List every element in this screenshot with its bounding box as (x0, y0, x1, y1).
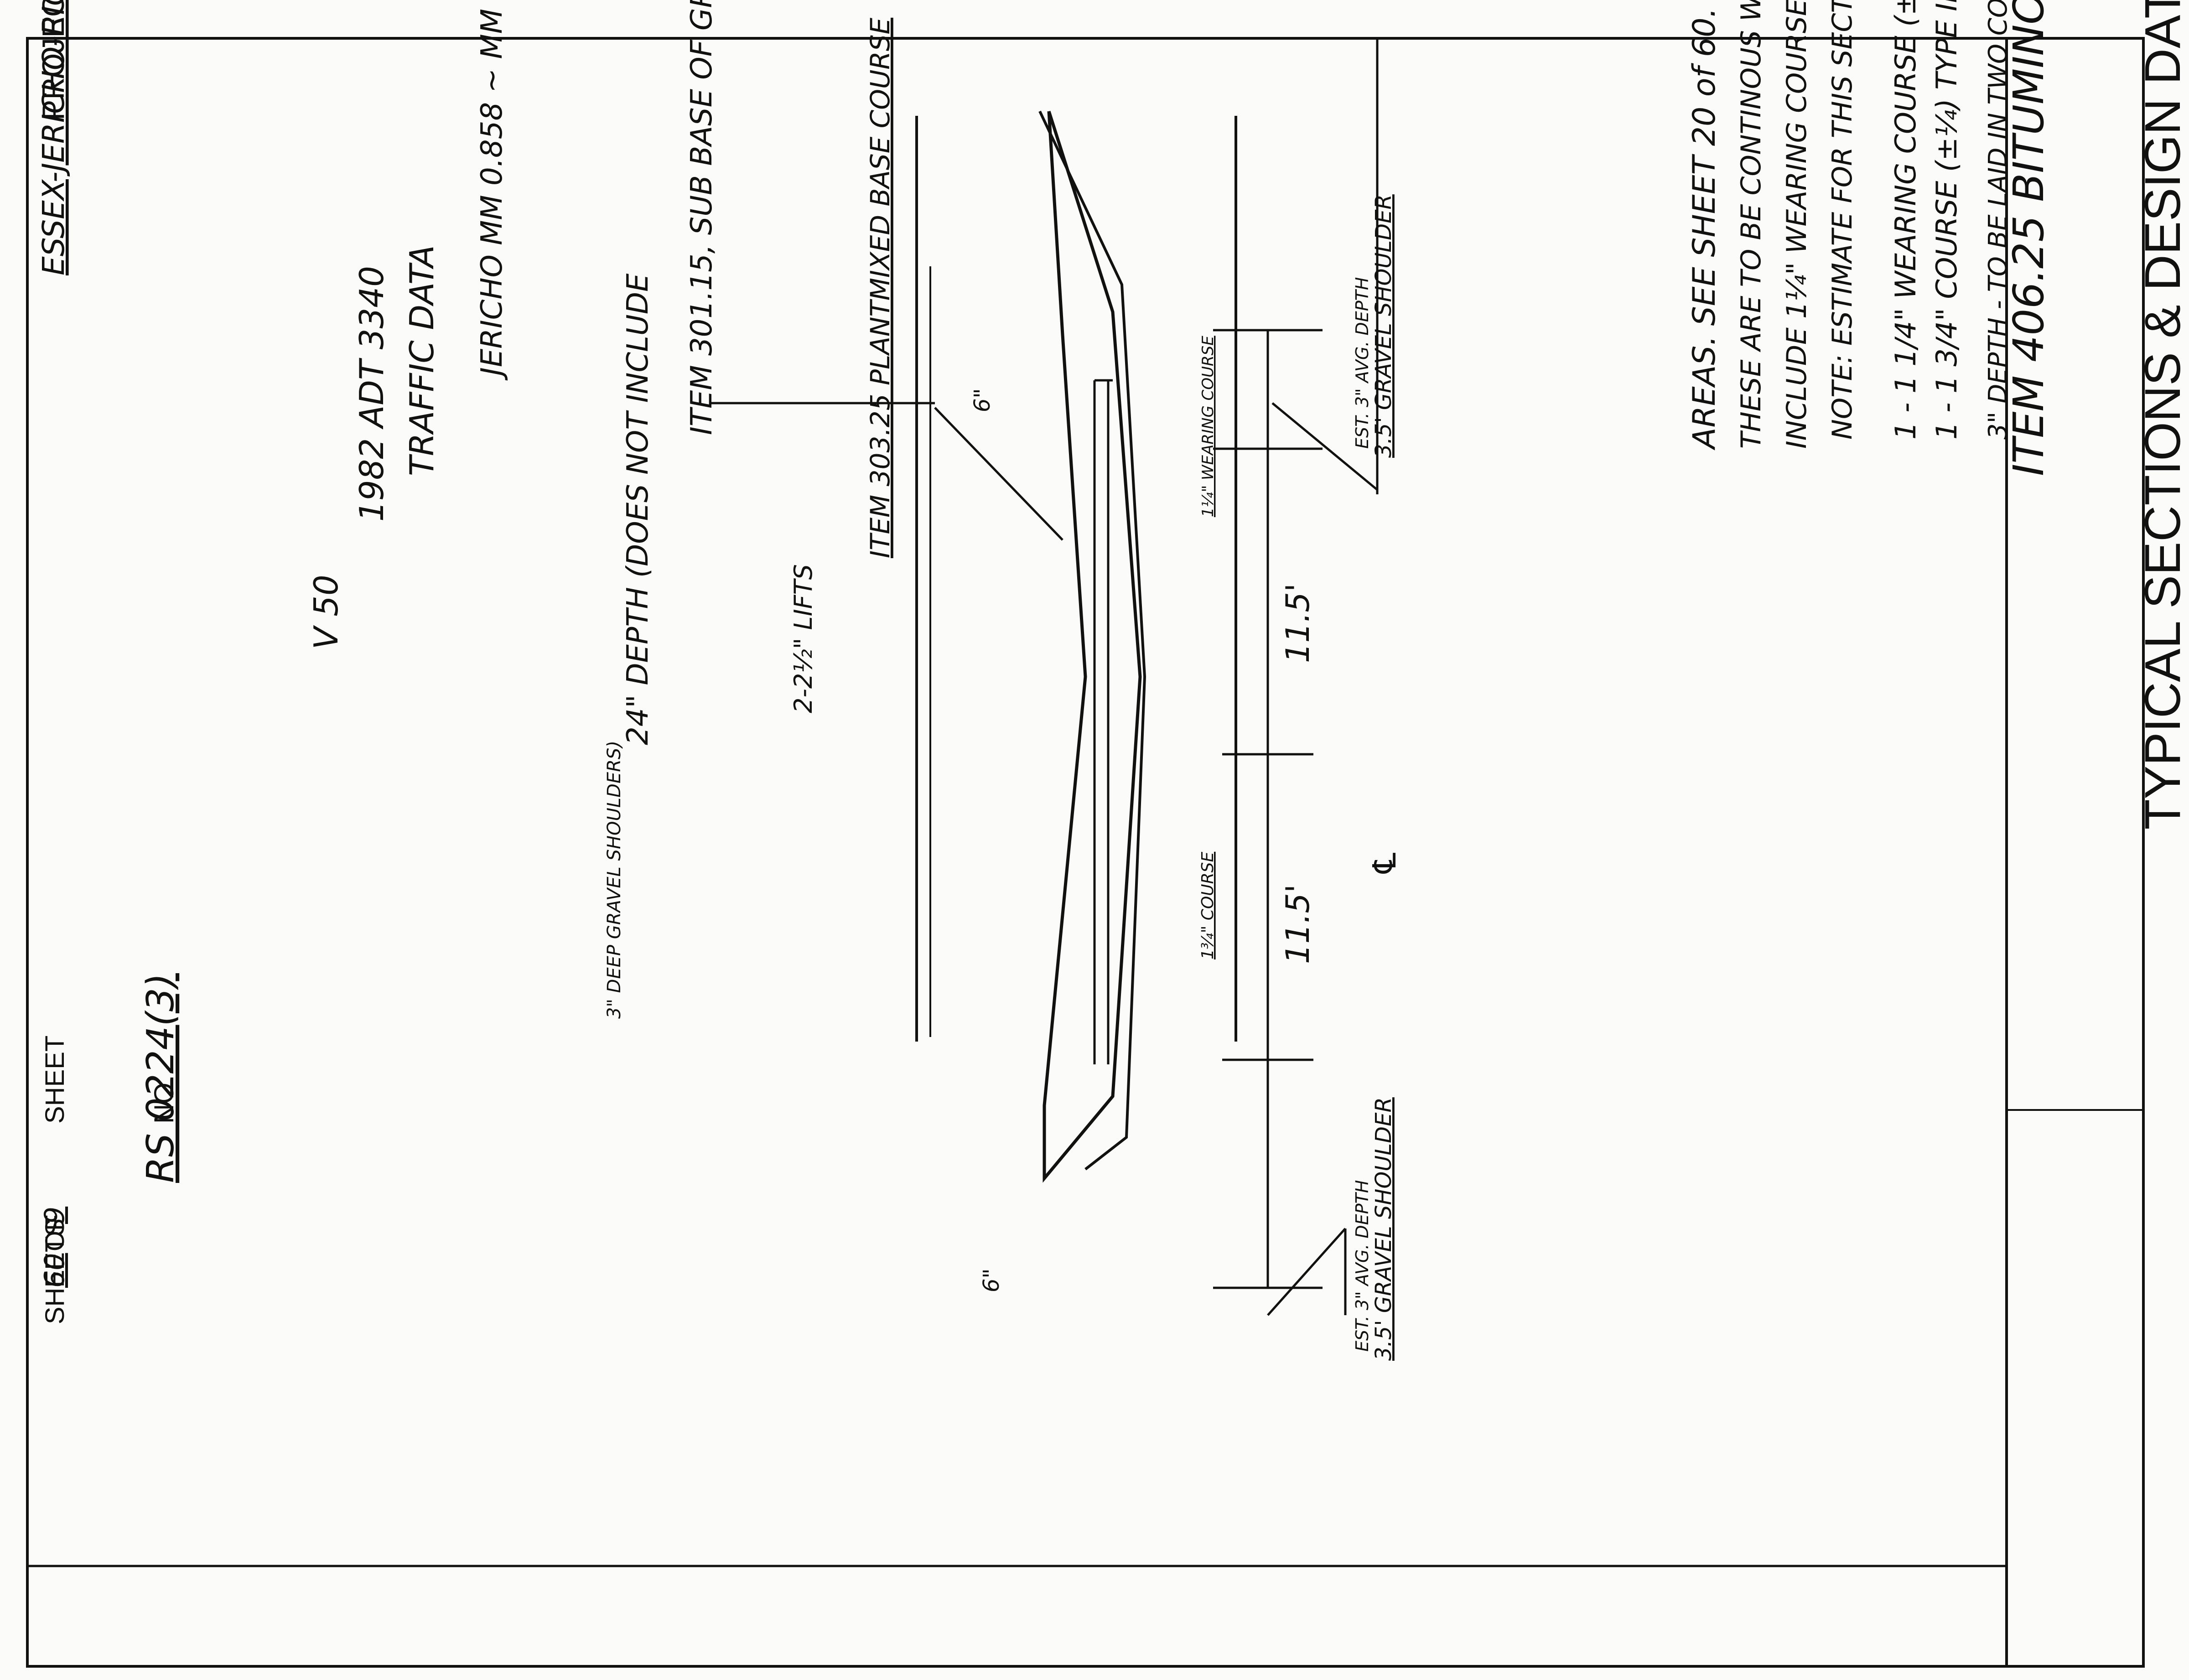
note-line-4: AREAS. SEE SHEET 20 of 60. (1686, 8, 1722, 451)
surface-line (1038, 110, 1146, 1171)
base-section-outline (1043, 110, 1142, 1183)
item-303-label: ITEM 303.25 PLANTMIXED BASE COURSE (865, 17, 896, 558)
project-label: PROJECT (36, 0, 71, 120)
design-notes: ITEM 406.25 BITUMINOUS CONCRETE PAVEMENT… (1686, 0, 2053, 476)
page-title: TYPICAL SECTIONS & DESIGN DATA (2135, 0, 2189, 830)
course-34-label: 1¾" COURSE (1198, 852, 1217, 959)
traffic-adt: 1982 ADT 3340 (353, 266, 391, 522)
centerline-symbol: ℄ (1366, 849, 1403, 877)
item-303-lifts: 2-2½" LIFTS (789, 564, 818, 713)
shoulder-left-label: 3.5' GRAVEL SHOULDER (1371, 194, 1396, 458)
lane-right-label: 11.5' (1279, 884, 1317, 964)
project-name: ESSEX-JERICHO-RICHMOND (36, 0, 71, 275)
dim-right-label: 6" (979, 1268, 1004, 1292)
lane-left-label: 11.5' (1279, 583, 1317, 663)
traffic-data: JERICHO MM 0.858 ~ MM 1.057 TRAFFIC DATA… (307, 0, 509, 649)
sheet-number: 9 (39, 1207, 71, 1224)
note-line-1: NOTE: ESTIMATE FOR THIS SECTION DOES NOT (1826, 0, 1858, 440)
traffic-heading: TRAFFIC DATA (403, 245, 441, 476)
sheet-label: SHEET (40, 1036, 70, 1124)
shoulder-right-label: 3.5' GRAVEL SHOULDER (1371, 1097, 1396, 1361)
no-label: NO. (149, 1075, 179, 1124)
shoulder-left-est: EST. 3" AVG. DEPTH (1352, 277, 1372, 449)
project-number: RS 0224(3) (139, 973, 182, 1183)
shoulder-right-est: EST. 3" AVG. DEPTH (1352, 1180, 1372, 1352)
wearing-course-label: 1¼" WEARING COURSE (1199, 336, 1217, 517)
note-course-1: 1 - 1 3/4" COURSE (±¼) TYPE II (1930, 0, 1963, 440)
note-depth: 3" DEPTH - TO BE LAID IN TWO COURSES - 2… (1983, 0, 2013, 440)
item-301-depth: 24" DEPTH (DOES NOT INCLUDE (621, 273, 655, 745)
sheet-border (26, 37, 2145, 1668)
title-block: PROJECT ESSEX-JERICHO-RICHMOND NO. RS 02… (36, 0, 182, 1324)
traffic-v: V 50 (307, 575, 345, 649)
traffic-location: JERICHO MM 0.858 ~ MM 1.057 (475, 0, 509, 381)
note-item-406: ITEM 406.25 BITUMINOUS CONCRETE PAVEMENT (2004, 0, 2053, 476)
note-line-2: INCLUDE 1¼" WEARING COURSE OR GRAVEL SHO… (1781, 0, 1813, 449)
item-301-label: ITEM 301.15, SUB BASE OF GRAVEL (685, 0, 719, 435)
note-line-3: THESE ARE TO BE CONTINOUS WITH ADJACENT (1735, 0, 1767, 449)
sheet-of: OF (40, 1214, 70, 1251)
sheet-total: 60 (39, 1253, 71, 1288)
sheets-suffix: SHEETS (40, 1219, 70, 1324)
typical-section (711, 38, 1379, 1316)
note-course-2: 1 - 1 1/4" WEARING COURSE (±¼) TYPE III (1889, 0, 1922, 440)
item-301-exclusion: 3" DEEP GRAVEL SHOULDERS) (604, 741, 625, 1019)
dim-left-label: 6" (970, 388, 995, 412)
